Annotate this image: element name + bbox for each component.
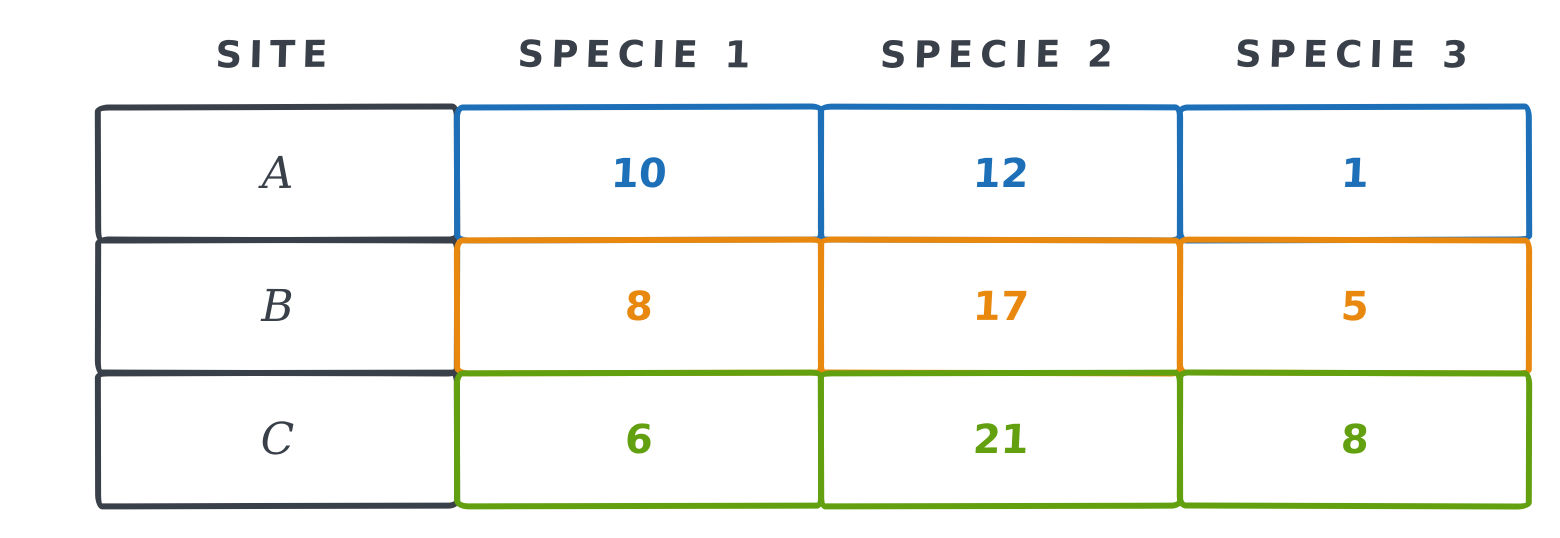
value-cell-b-specie-3: 5 (1176, 236, 1533, 377)
value-cell-b-specie-2: 17 (817, 236, 1184, 377)
data-table: A 10 12 1 B 8 17 5 (94, 103, 1533, 510)
value-cell-a-specie-2: 12 (817, 103, 1184, 244)
value-c-specie-2: 21 (971, 416, 1030, 463)
value-a-specie-2: 12 (971, 150, 1030, 197)
site-label-a: A (261, 147, 294, 200)
column-header-site: SITE (214, 32, 336, 76)
table-row-a: A 10 12 1 (94, 103, 1533, 244)
site-cell-a: A (94, 103, 461, 244)
value-cell-c-specie-3: 8 (1176, 369, 1533, 510)
site-label-c: C (260, 413, 295, 466)
column-header-specie-2: SPECIE 2 (879, 31, 1121, 77)
table-row-b: B 8 17 5 (94, 236, 1533, 377)
value-a-specie-3: 1 (1339, 150, 1370, 197)
site-label-b: B (261, 280, 294, 333)
value-b-specie-2: 17 (971, 283, 1030, 330)
site-cell-c: C (94, 369, 461, 510)
table-header-row: SITE SPECIE 1 SPECIE 2 SPECIE 3 (95, 24, 1530, 84)
value-b-specie-1: 8 (623, 283, 655, 330)
value-cell-b-specie-1: 8 (453, 236, 825, 377)
value-cell-a-specie-3: 1 (1176, 103, 1533, 244)
value-cell-c-specie-2: 21 (817, 369, 1184, 510)
value-cell-c-specie-1: 6 (453, 369, 825, 510)
value-cell-a-specie-1: 10 (453, 103, 825, 244)
value-b-specie-3: 5 (1339, 283, 1370, 330)
value-c-specie-3: 8 (1339, 416, 1370, 463)
table-row-c: C 6 21 8 (94, 369, 1533, 510)
column-header-specie-1: SPECIE 1 (516, 32, 759, 76)
value-a-specie-1: 10 (610, 150, 668, 197)
value-c-specie-1: 6 (623, 416, 655, 463)
column-header-specie-3: SPECIE 3 (1234, 32, 1476, 76)
site-cell-b: B (94, 236, 461, 377)
